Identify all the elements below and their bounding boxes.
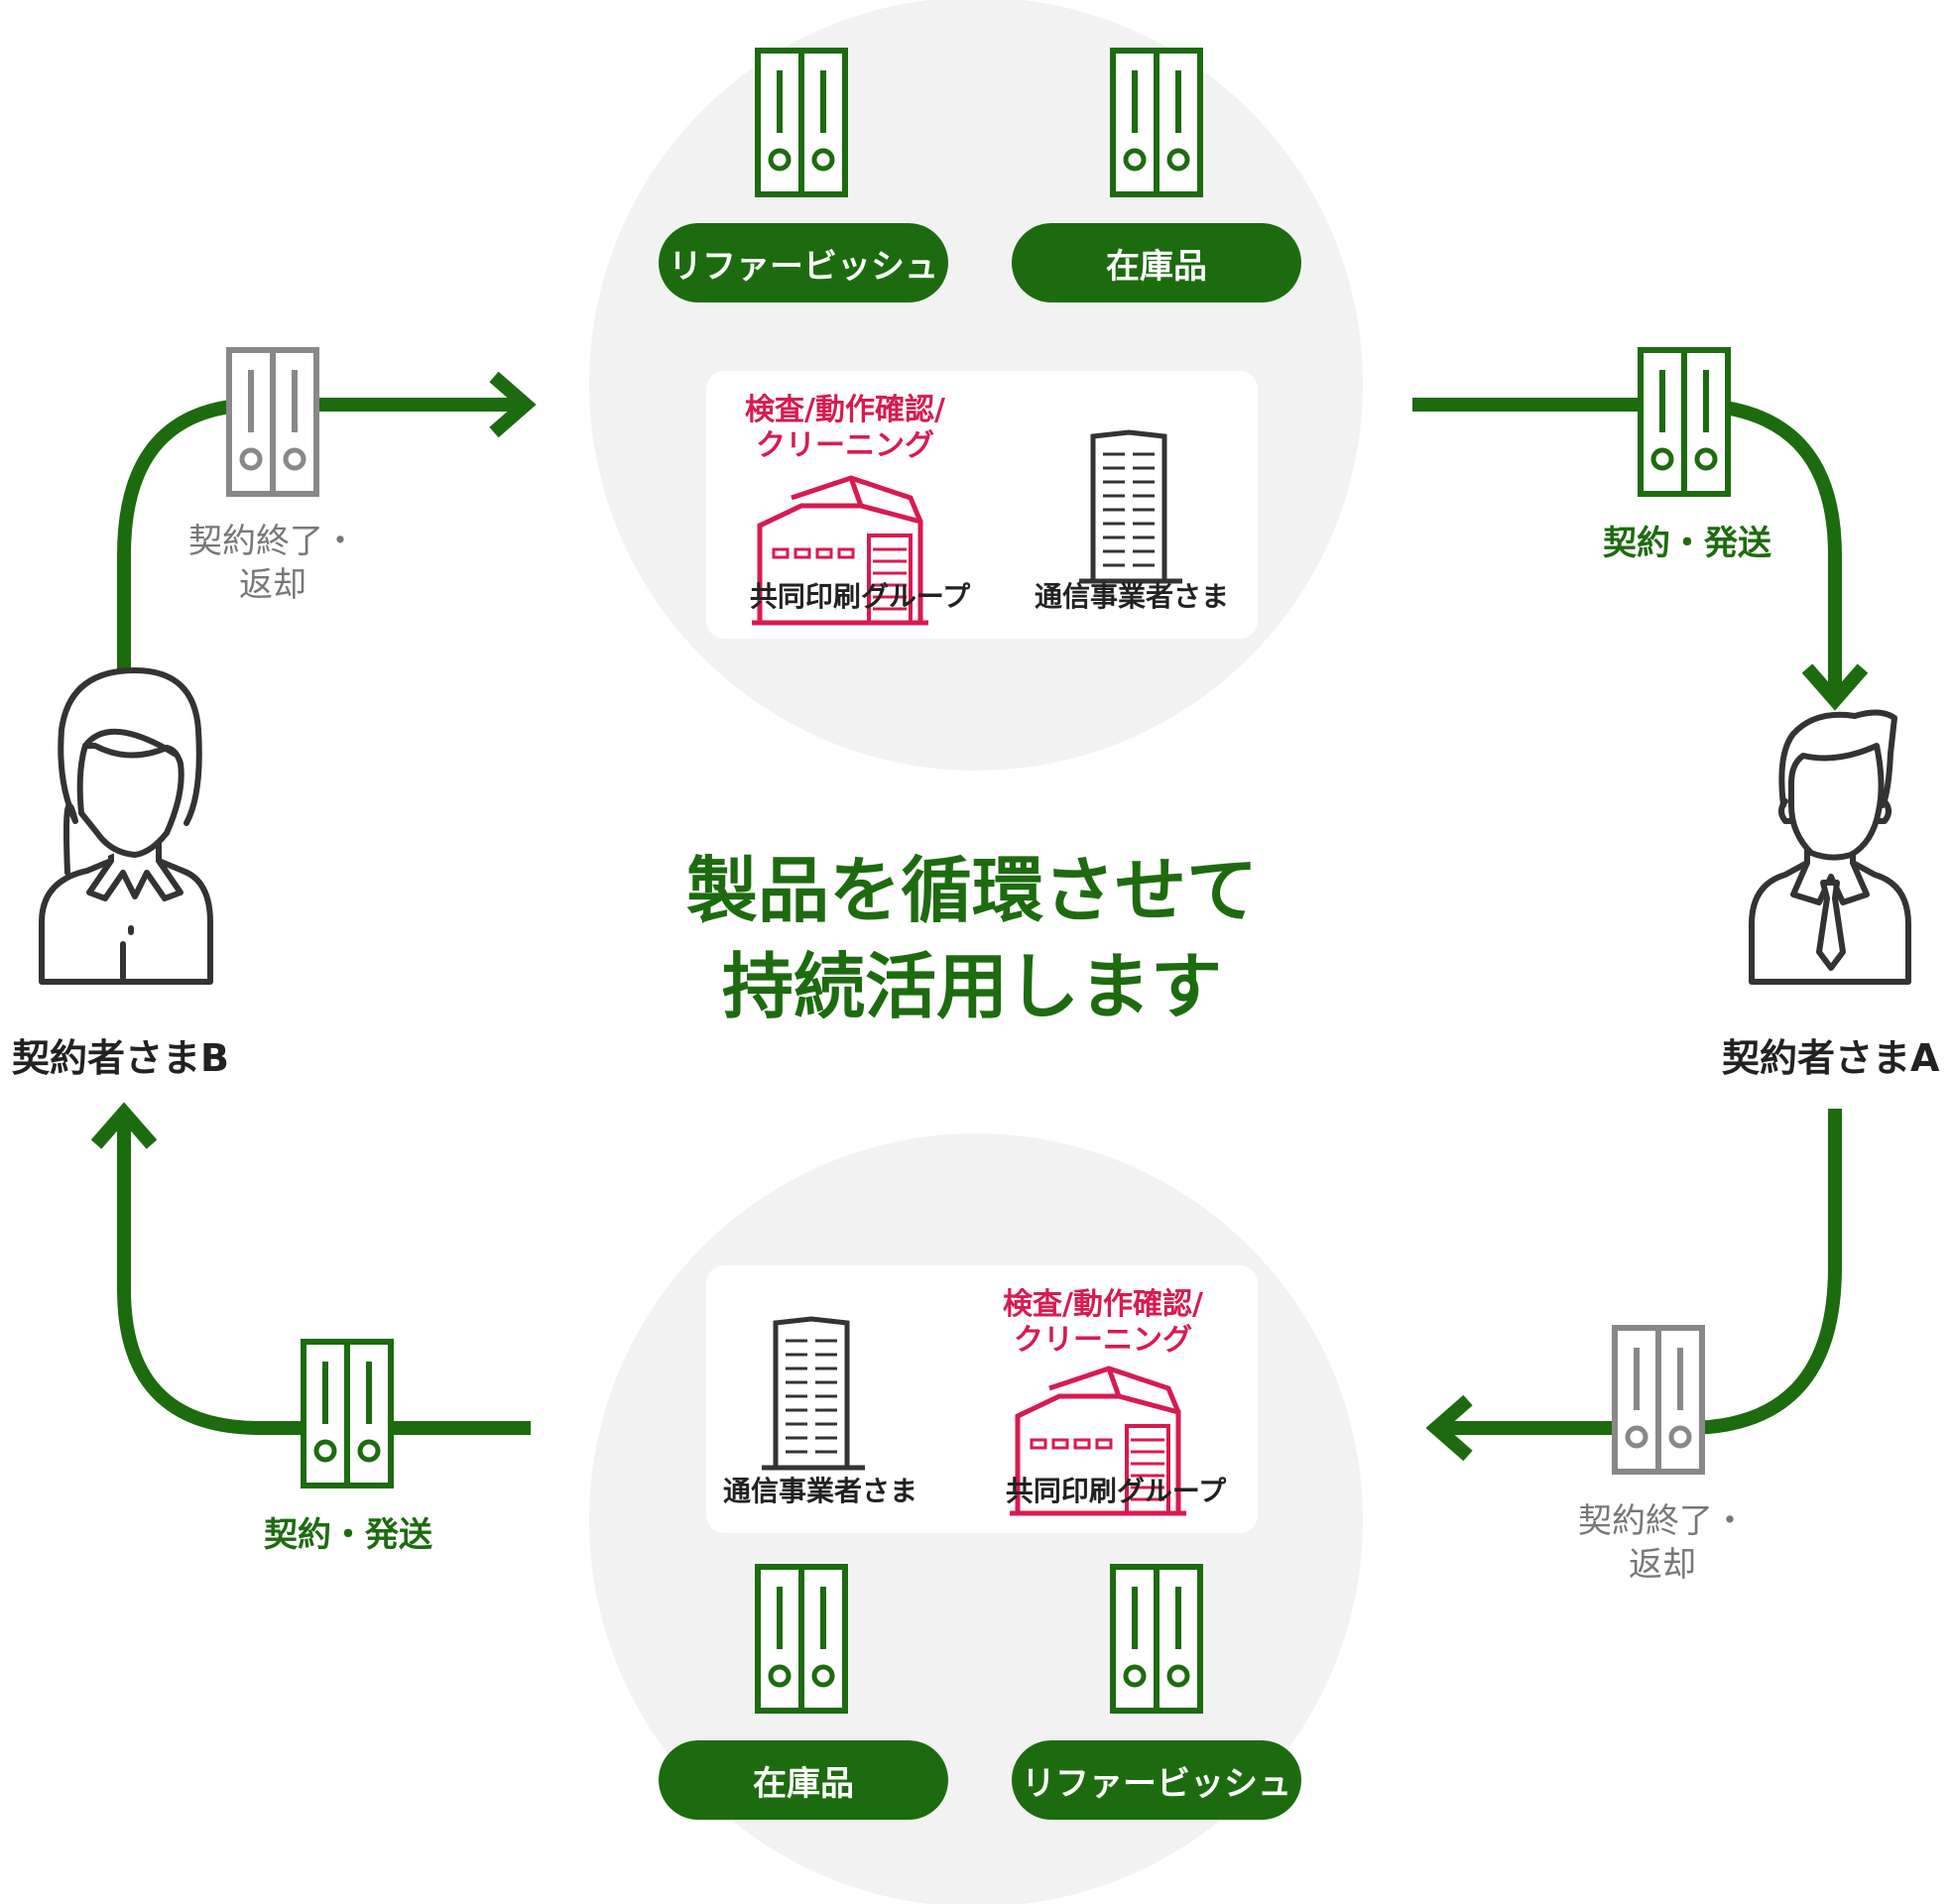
server-icon-bottom-refurbish xyxy=(1113,1567,1200,1711)
title-line-2: 持続活用します xyxy=(721,945,1222,1029)
server-icon-top-refurbish xyxy=(758,51,845,194)
flow-path-a-to-bottom xyxy=(1438,1109,1842,1435)
server-icon-returned-b xyxy=(229,350,316,494)
bottom-inspection-line-1: 検査/動作確認/ xyxy=(1003,1287,1203,1322)
server-icon-returned-a xyxy=(1615,1328,1702,1472)
flow-label-return-b-line-2: 返却 xyxy=(239,565,306,606)
flow-arrowhead-down-a xyxy=(1801,663,1869,711)
pill-bottom-stock: 在庫品 xyxy=(659,1740,948,1820)
pill-top-refurbish: リファービッシュ xyxy=(659,223,948,302)
top-inspection-line-1: 検査/動作確認/ xyxy=(745,393,945,427)
flow-label-ship-a: 契約・発送 xyxy=(1603,524,1771,563)
flow-arrowhead-up-b xyxy=(90,1102,158,1149)
flow-path-bottom-to-b xyxy=(117,1115,531,1435)
flow-label-return-b-line-1: 契約終了・ xyxy=(188,522,357,561)
server-icon-shipped-a xyxy=(1641,350,1728,494)
flow-label-return-a-line-1: 契約終了・ xyxy=(1578,1501,1747,1541)
person-b-label: 契約者さまB xyxy=(12,1036,229,1080)
server-icon-bottom-stock xyxy=(758,1567,845,1711)
bottom-printer-label: 共同印刷グループ xyxy=(1005,1475,1227,1507)
bottom-carrier-label: 通信事業者さま xyxy=(722,1475,917,1507)
person-a-icon xyxy=(1749,709,1911,985)
flow-label-return-a: 契約終了・ 返却 xyxy=(1533,1499,1791,1587)
flow-label-ship-b: 契約・発送 xyxy=(264,1515,432,1555)
bottom-inspection-label: 検査/動作確認/ クリーニング xyxy=(976,1287,1230,1359)
top-carrier-label: 通信事業者さま xyxy=(1034,580,1229,613)
top-hub-card xyxy=(706,371,1258,639)
flow-arrowhead-right-top xyxy=(489,371,537,438)
flow-label-return-b: 契約終了・ 返却 xyxy=(149,520,397,607)
bottom-inspection-line-2: クリーニング xyxy=(1014,1323,1192,1358)
pill-top-stock: 在庫品 xyxy=(1012,223,1301,302)
top-printer-label: 共同印刷グループ xyxy=(749,580,971,613)
person-a-label: 契約者さまA xyxy=(1722,1036,1940,1080)
flow-arrowhead-left-bottom xyxy=(1425,1394,1473,1462)
person-b-icon xyxy=(39,667,213,985)
diagram-title: 製品を循環させて 持続活用します xyxy=(595,843,1349,1035)
server-icon-shipped-b xyxy=(304,1342,391,1486)
server-icon-top-stock xyxy=(1113,51,1200,194)
pill-bottom-refurbish: リファービッシュ xyxy=(1012,1740,1301,1820)
flow-label-return-a-line-2: 返却 xyxy=(1629,1545,1696,1586)
top-inspection-line-2: クリーニング xyxy=(756,428,934,463)
title-line-1: 製品を循環させて xyxy=(685,849,1258,932)
top-inspection-label: 検査/動作確認/ クリーニング xyxy=(718,393,972,464)
